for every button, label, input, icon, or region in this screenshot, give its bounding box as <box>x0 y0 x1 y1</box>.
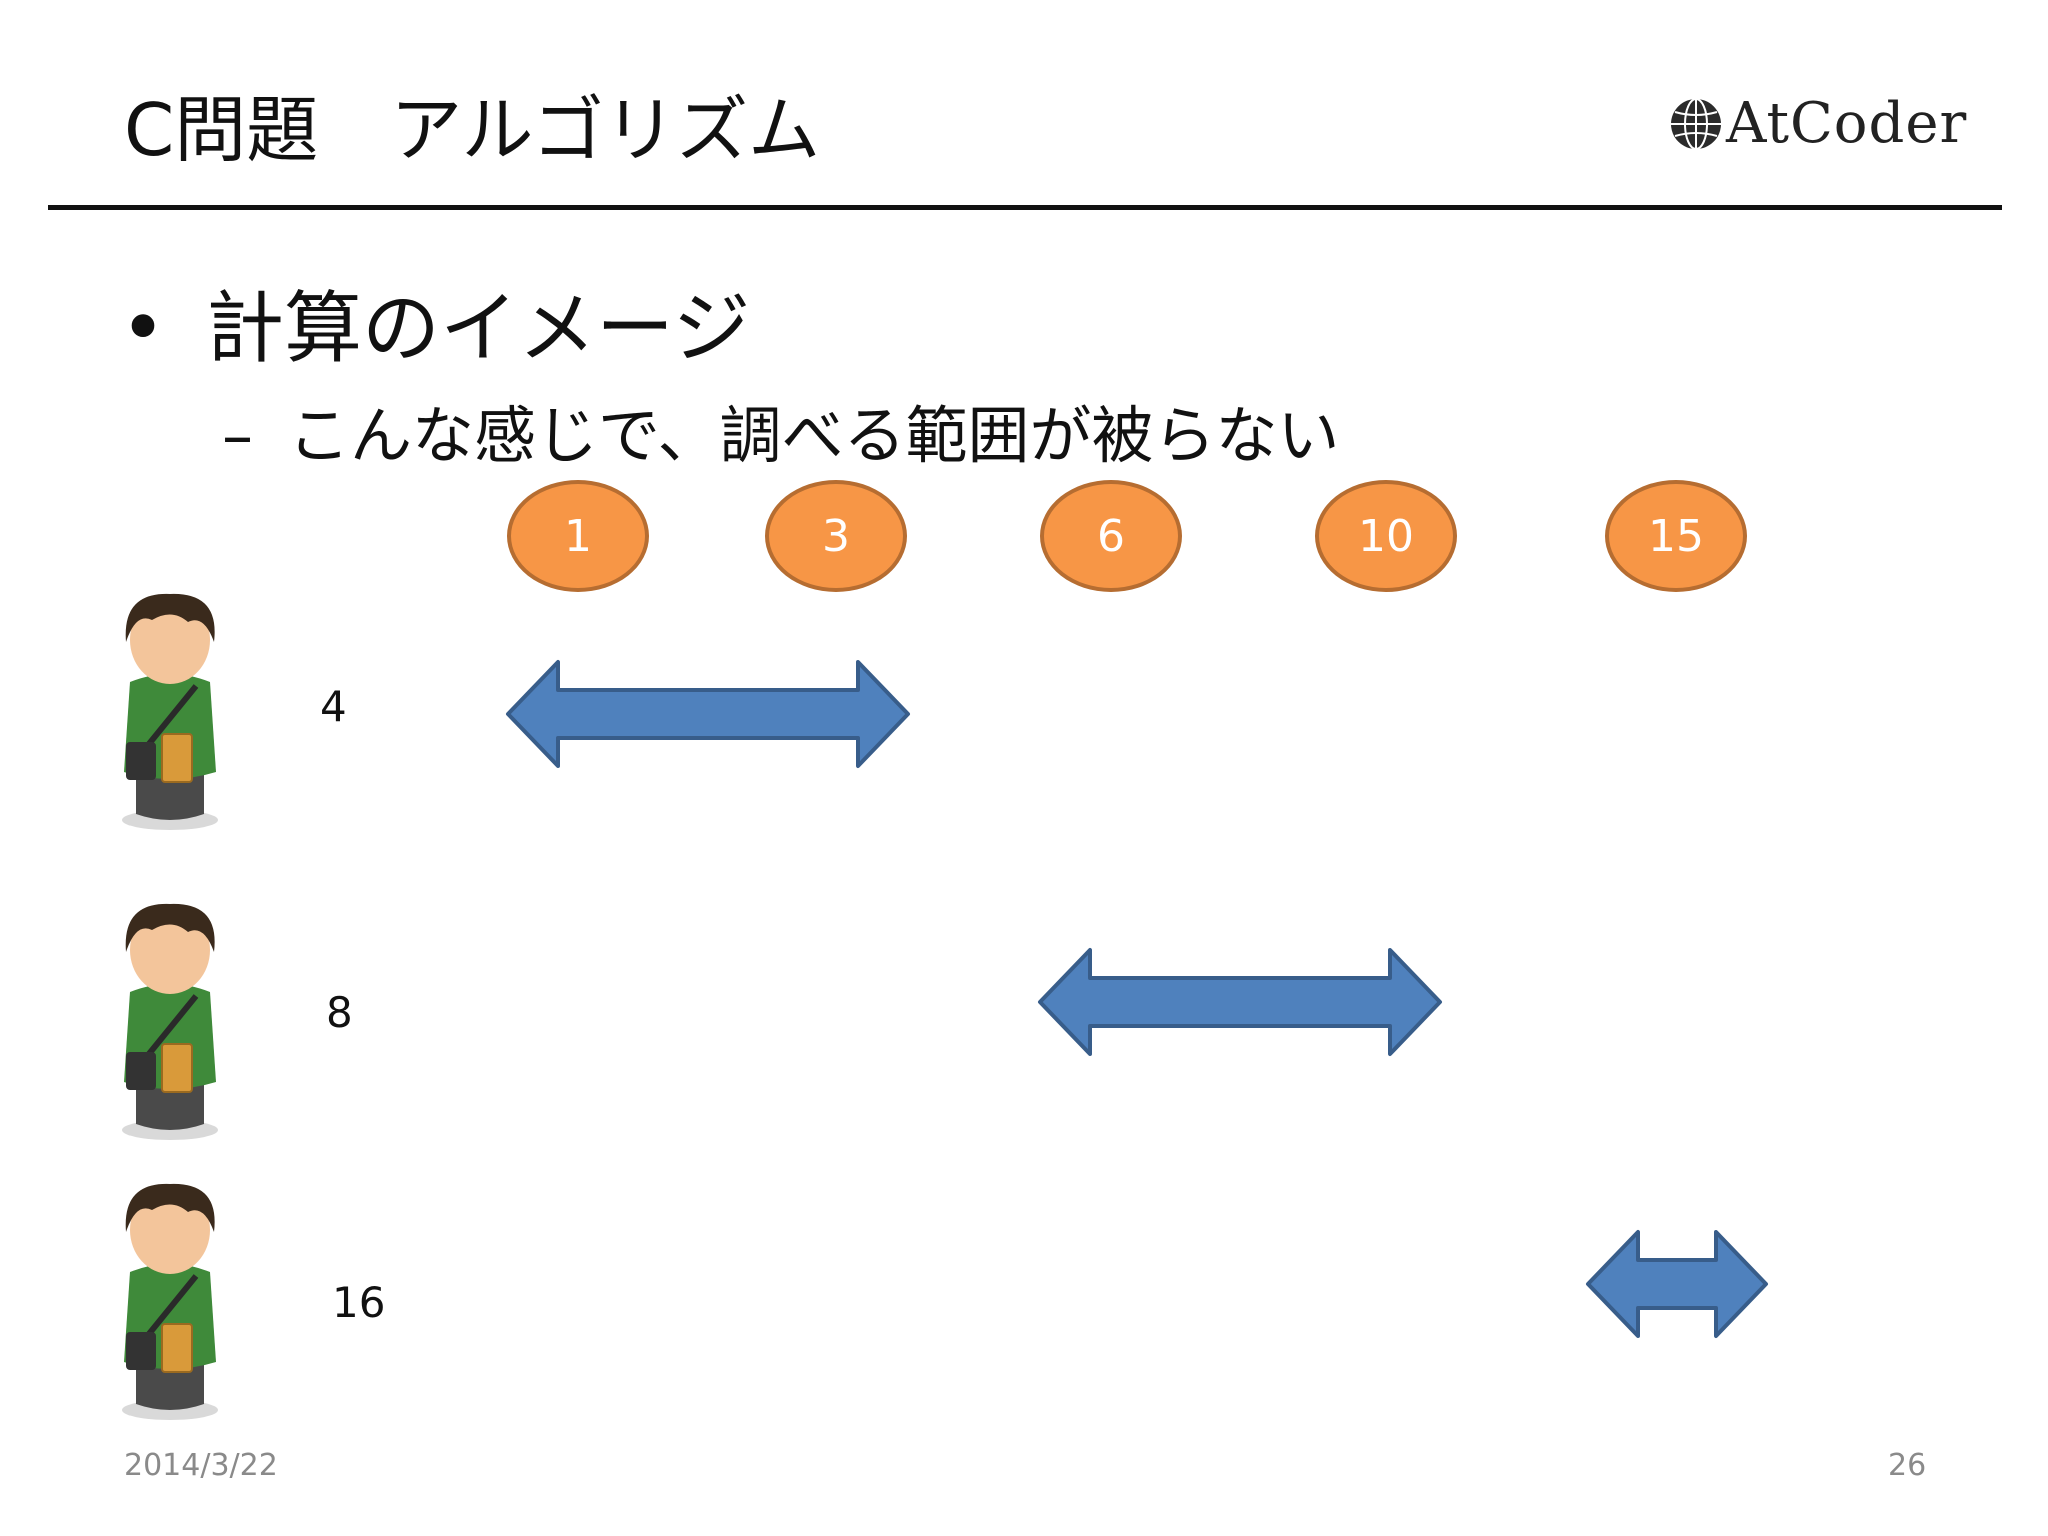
globe-icon <box>1671 98 1721 150</box>
atcoder-logo: AtCoder <box>1668 92 1967 156</box>
number-node: 10 <box>1315 480 1457 592</box>
slide-title: C問題 アルゴリズム <box>124 88 821 172</box>
number-node: 3 <box>765 480 907 592</box>
footer-date: 2014/3/22 <box>124 1448 278 1483</box>
person-icon <box>122 903 218 1140</box>
number-node: 15 <box>1605 480 1747 592</box>
page-number: 26 <box>1888 1448 1927 1483</box>
bullet-sub: –こんな感じで、調べる範囲が被らない <box>222 400 1340 472</box>
title-divider <box>48 205 2002 210</box>
bullet-sub-text: こんな感じで、調べる範囲が被らない <box>288 399 1340 472</box>
sub-bullet-marker: – <box>222 399 253 472</box>
bullet-main: • 計算のイメージ <box>120 284 750 374</box>
row-label: 8 <box>326 988 353 1037</box>
logo-text: AtCoder <box>1726 91 1968 156</box>
row-label: 16 <box>332 1278 386 1327</box>
number-node: 6 <box>1040 480 1182 592</box>
person-icon <box>122 1183 218 1420</box>
person-icon <box>122 593 218 830</box>
row-label: 4 <box>320 682 347 731</box>
bullet-marker: • <box>120 284 167 374</box>
bullet-main-text: 計算のイメージ <box>206 284 751 374</box>
number-node: 1 <box>507 480 649 592</box>
range-arrow <box>1586 1230 1768 1338</box>
range-arrow <box>506 660 910 768</box>
range-arrow <box>1038 948 1442 1056</box>
